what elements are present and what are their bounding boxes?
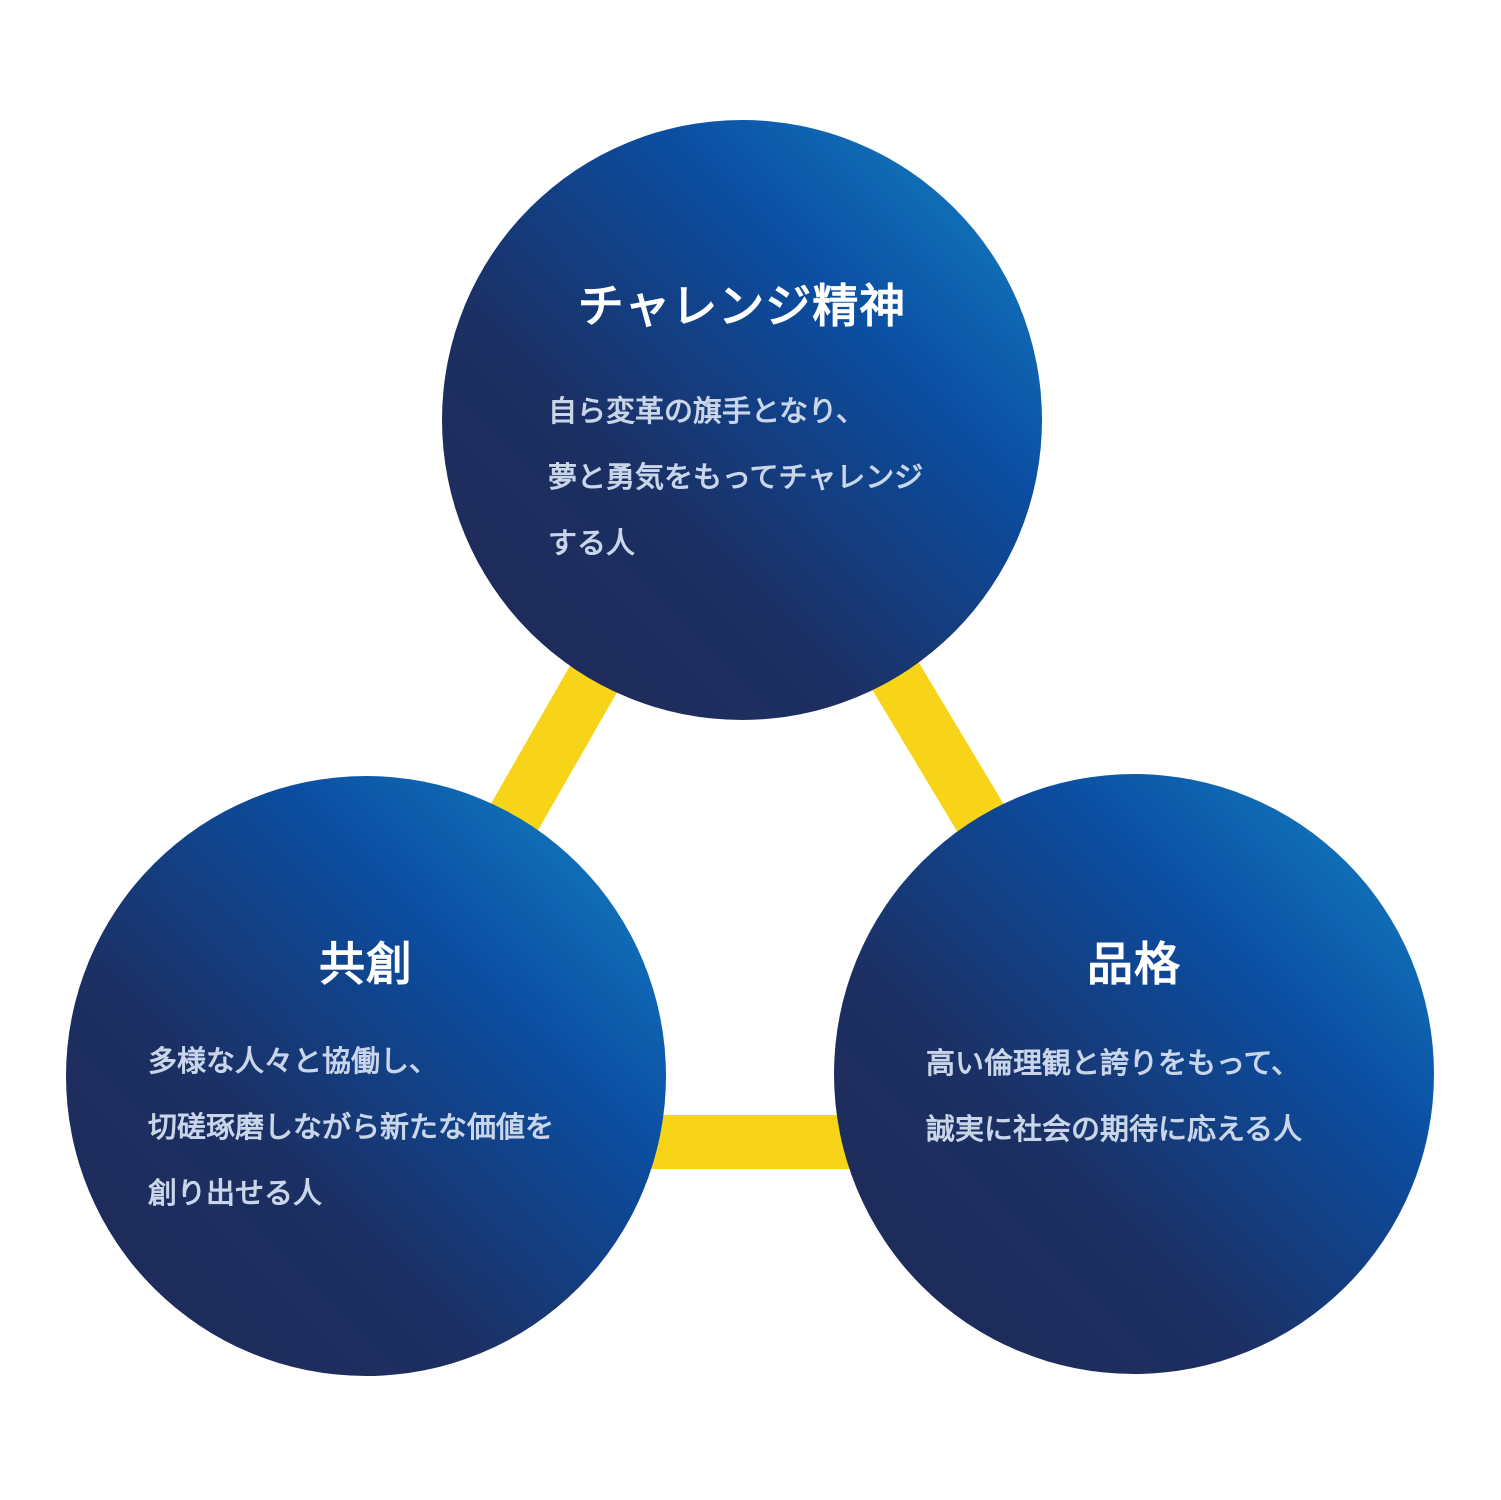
node-dignity: 品格 高い倫理観と誇りをもって、 誠実に社会の期待に応える人 — [834, 774, 1434, 1374]
node-title: 品格 — [1087, 937, 1181, 991]
description-line: 自ら変革の旗手となり、 — [548, 394, 865, 428]
node-co-creation: 共創 多様な人々と協働し、 切磋琢磨しながら新たな価値を 創り出せる人 — [66, 776, 666, 1376]
node-description: 多様な人々と協働し、 切磋琢磨しながら新たな価値を 創り出せる人 — [148, 1028, 554, 1226]
node-challenge: チャレンジ精神 自ら変革の旗手となり、 夢と勇気をもってチャレンジ する人 — [442, 120, 1042, 720]
node-description: 高い倫理観と誇りをもって、 誠実に社会の期待に応える人 — [926, 1030, 1302, 1162]
description-line: 創り出せる人 — [148, 1176, 323, 1210]
node-title: 共創 — [319, 937, 413, 991]
description-line: 夢と勇気をもってチャレンジ — [548, 460, 924, 494]
description-line: 多様な人々と協働し、 — [148, 1044, 439, 1078]
node-description: 自ら変革の旗手となり、 夢と勇気をもってチャレンジ する人 — [548, 378, 923, 576]
node-title: チャレンジ精神 — [577, 279, 907, 333]
description-line: する人 — [548, 526, 636, 560]
description-line: 高い倫理観と誇りをもって、 — [926, 1046, 1301, 1080]
description-line: 切磋琢磨しながら新たな価値を — [148, 1110, 555, 1144]
description-line: 誠実に社会の期待に応える人 — [926, 1112, 1303, 1146]
